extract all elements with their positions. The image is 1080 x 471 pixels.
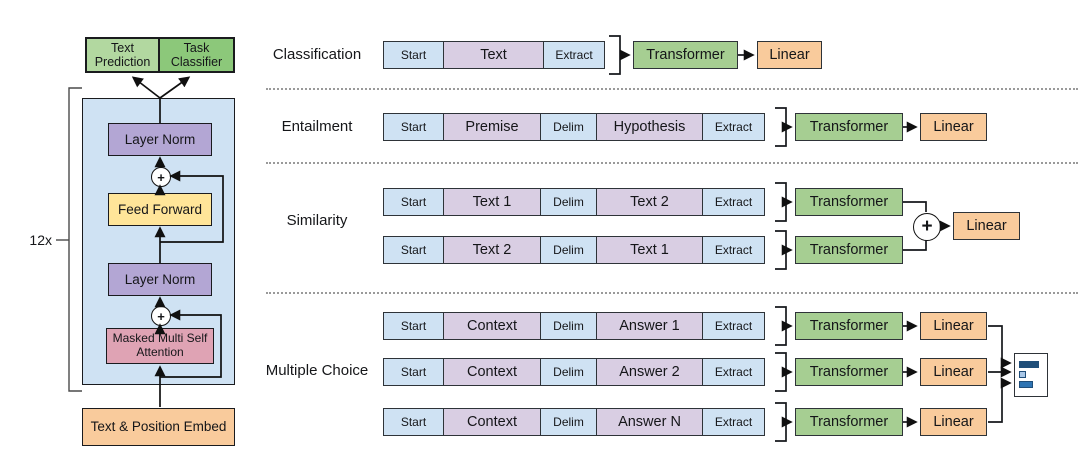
token-row-choice-2: Start Context Delim Answer 2 Extract <box>383 358 765 386</box>
repeat-label: 12x <box>29 232 52 248</box>
score-bar <box>1019 361 1040 368</box>
dotted-separator <box>266 88 1078 90</box>
transformer-box: Transformer <box>795 408 903 436</box>
linear-box: Linear <box>920 312 987 340</box>
linear-box: Linear <box>920 408 987 436</box>
linear-box: Linear <box>920 113 987 141</box>
token-cell: Extract <box>703 408 765 436</box>
token-cell: Extract <box>544 41 605 69</box>
span-bracket <box>775 182 787 222</box>
token-cell: Extract <box>703 236 765 264</box>
token-cell: Context <box>444 408 541 436</box>
token-cell: Context <box>444 312 541 340</box>
masked-attention-box: Masked Multi Self Attention <box>106 328 214 364</box>
span-bracket <box>775 107 787 147</box>
transformer-box: Transformer <box>795 236 903 264</box>
output-heads: Text Prediction Task Classifier <box>85 37 235 73</box>
token-cell: Start <box>383 312 444 340</box>
task-classifier-label: Task Classifier <box>170 40 223 69</box>
residual-add-circle-bottom: + <box>151 306 171 326</box>
dotted-separator <box>266 292 1078 294</box>
token-row-classification: Start Text Extract <box>383 41 605 69</box>
layer-norm-bottom-box: Layer Norm <box>108 263 212 296</box>
token-cell: Extract <box>703 312 765 340</box>
token-cell: Text 1 <box>597 236 703 264</box>
layer-norm-top-box: Layer Norm <box>108 123 212 156</box>
span-bracket <box>775 402 787 442</box>
task-label-similarity: Similarity <box>286 212 348 229</box>
token-cell: Text 1 <box>444 188 541 216</box>
transformer-box: Transformer <box>633 41 738 69</box>
transformer-box: Transformer <box>795 312 903 340</box>
task-label-multiple-choice: Multiple Choice <box>265 362 369 379</box>
score-bar <box>1019 371 1026 378</box>
feed-forward-box: Feed Forward <box>108 193 212 226</box>
span-bracket <box>775 230 787 270</box>
token-row-similarity-1: Start Text 1 Delim Text 2 Extract <box>383 188 765 216</box>
text-prediction-label: Text Prediction <box>94 40 151 69</box>
token-cell: Start <box>383 113 444 141</box>
token-cell: Start <box>383 188 444 216</box>
token-cell: Text 2 <box>444 236 541 264</box>
transformer-box: Transformer <box>795 358 903 386</box>
token-cell: Delim <box>541 312 597 340</box>
token-cell: Context <box>444 358 541 386</box>
linear-box: Linear <box>953 212 1020 240</box>
token-cell: Start <box>383 358 444 386</box>
dotted-separator <box>266 162 1078 164</box>
linear-box: Linear <box>920 358 987 386</box>
repeat-bracket <box>56 87 82 392</box>
sum-circle: + <box>913 213 941 241</box>
token-cell: Delim <box>541 358 597 386</box>
score-bar <box>1019 381 1033 388</box>
span-bracket <box>775 306 787 346</box>
token-cell: Hypothesis <box>597 113 703 141</box>
linear-box: Linear <box>757 41 822 69</box>
token-cell: Extract <box>703 113 765 141</box>
token-cell: Delim <box>541 408 597 436</box>
token-cell: Extract <box>703 188 765 216</box>
token-cell: Answer 1 <box>597 312 703 340</box>
token-cell: Extract <box>703 358 765 386</box>
token-cell: Delim <box>541 188 597 216</box>
token-cell: Answer 2 <box>597 358 703 386</box>
span-bracket <box>775 352 787 392</box>
token-cell: Premise <box>444 113 541 141</box>
task-label-classification: Classification <box>272 46 362 63</box>
token-row-similarity-2: Start Text 2 Delim Text 1 Extract <box>383 236 765 264</box>
token-cell: Text <box>444 41 544 69</box>
transformer-box: Transformer <box>795 188 903 216</box>
token-cell: Text 2 <box>597 188 703 216</box>
token-row-entailment: Start Premise Delim Hypothesis Extract <box>383 113 765 141</box>
token-cell: Start <box>383 408 444 436</box>
token-cell: Start <box>383 236 444 264</box>
task-classifier-head: Task Classifier <box>158 39 233 71</box>
text-prediction-head: Text Prediction <box>87 39 159 71</box>
span-bracket <box>609 35 621 75</box>
token-row-choice-1: Start Context Delim Answer 1 Extract <box>383 312 765 340</box>
token-row-choice-n: Start Context Delim Answer N Extract <box>383 408 765 436</box>
token-cell: Delim <box>541 113 597 141</box>
task-label-entailment: Entailment <box>281 118 353 135</box>
token-cell: Delim <box>541 236 597 264</box>
token-cell: Answer N <box>597 408 703 436</box>
residual-add-circle-top: + <box>151 167 171 187</box>
token-cell: Start <box>383 41 444 69</box>
embed-box: Text & Position Embed <box>82 408 235 446</box>
transformer-box: Transformer <box>795 113 903 141</box>
answer-score-chart <box>1014 353 1048 397</box>
